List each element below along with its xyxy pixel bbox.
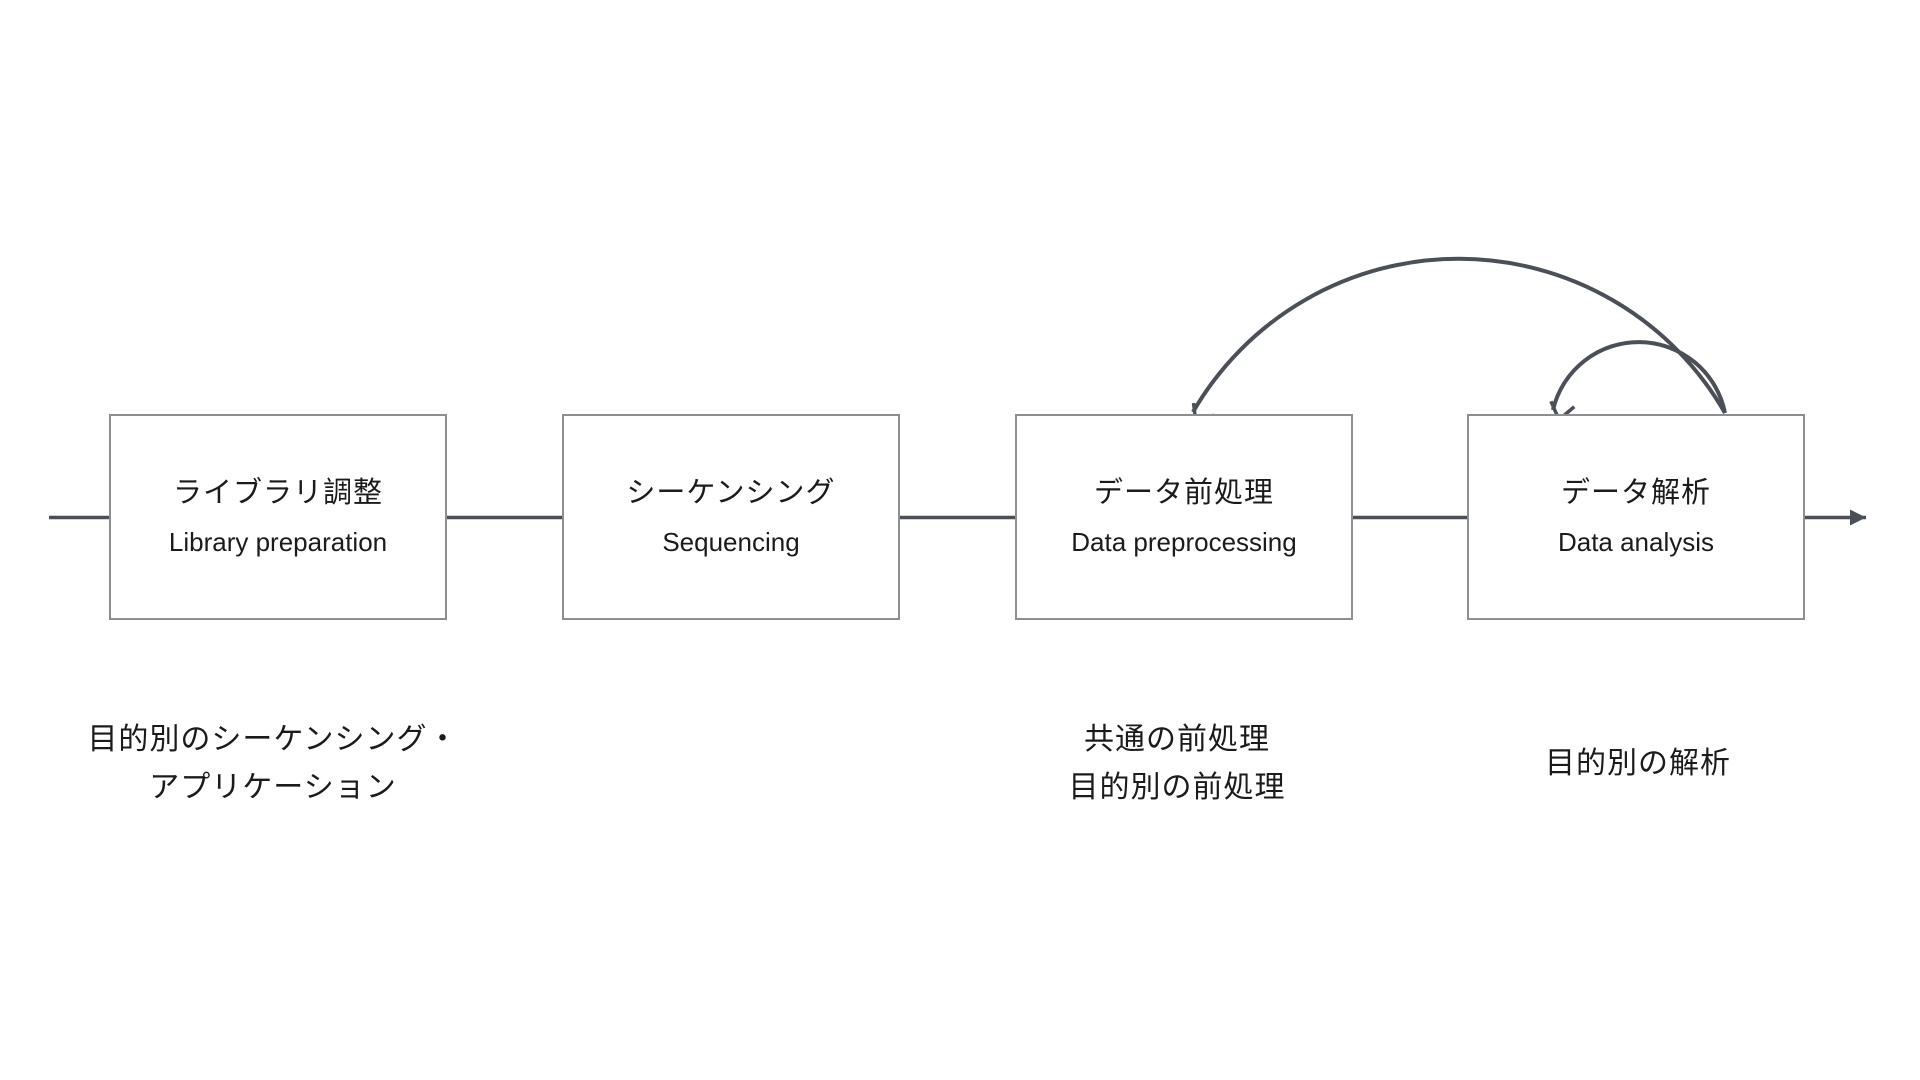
- caption-line: 目的別の解析: [1545, 747, 1731, 780]
- caption-line: 目的別のシーケンシング・: [87, 723, 459, 756]
- step-box-data-analysis: データ解析 Data analysis: [1467, 414, 1805, 620]
- feedback-arc-to-analysis: [1549, 340, 1727, 423]
- step-box-data-preprocessing: データ前処理 Data preprocessing: [1015, 414, 1353, 620]
- step-title-en: Data preprocessing: [1071, 527, 1297, 557]
- caption-line: アプリケーション: [149, 771, 397, 804]
- caption-library-preparation: 目的別のシーケンシング・ アプリケーション: [13, 716, 533, 812]
- step-box-sequencing: シーケンシング Sequencing: [562, 414, 900, 620]
- step-title-jp: シーケンシング: [626, 477, 836, 509]
- step-title-jp: データ解析: [1560, 477, 1711, 509]
- step-title-en: Library preparation: [168, 527, 388, 557]
- caption-data-analysis: 目的別の解析: [1378, 740, 1898, 788]
- caption-line: 共通の前処理: [1084, 723, 1270, 756]
- step-title-jp: データ前処理: [1093, 477, 1274, 509]
- feedback-arc-to-preprocessing: [1191, 256, 1727, 426]
- caption-line: 目的別の前処理: [1068, 771, 1286, 804]
- step-title-en: Data analysis: [1557, 527, 1715, 557]
- step-box-library-preparation: ライブラリ調整 Library preparation: [109, 414, 447, 620]
- step-title-en: Sequencing: [662, 527, 800, 557]
- caption-data-preprocessing: 共通の前処理 目的別の前処理: [917, 716, 1437, 812]
- step-title-jp: ライブラリ調整: [172, 477, 383, 509]
